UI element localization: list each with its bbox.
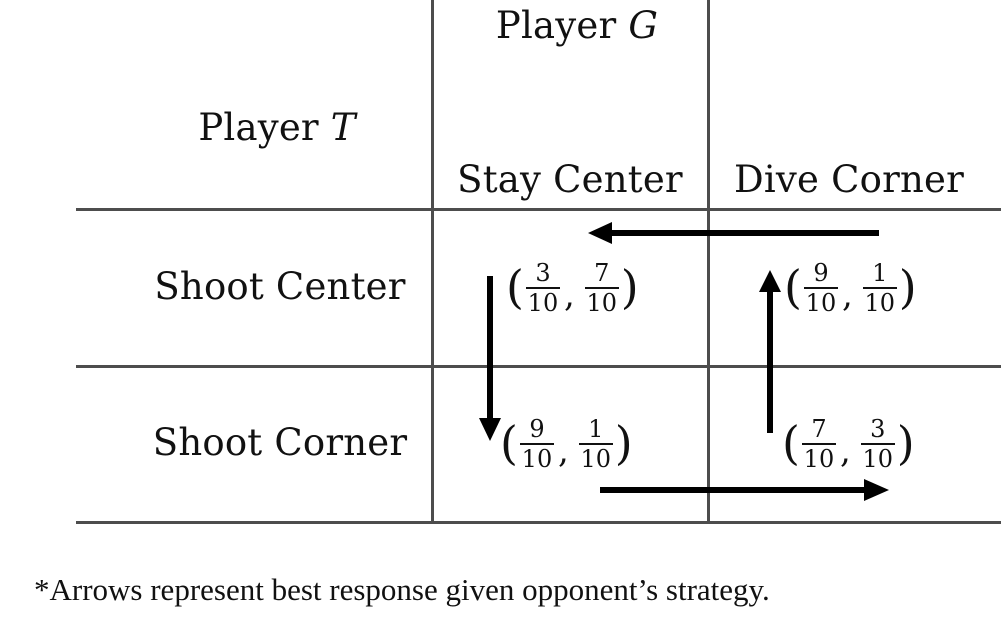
row-header-shoot-center: Shoot Center — [154, 265, 406, 308]
player-g-variable: G — [628, 4, 659, 47]
grid-vertical-line-left — [431, 0, 434, 524]
player-t-label: Player T — [198, 106, 355, 150]
arrow-left-top — [588, 222, 879, 244]
column-header-dive-corner: Dive Corner — [734, 158, 964, 201]
footnote: *Arrows represent best response given op… — [34, 572, 770, 607]
arrow-down-left — [479, 276, 501, 441]
row-header-shoot-corner: Shoot Corner — [152, 421, 408, 464]
arrow-up-right-head — [759, 270, 781, 292]
column-header-stay-center: Stay Center — [457, 158, 683, 201]
player-t-prefix: Player — [198, 106, 331, 149]
arrow-up-right — [759, 270, 781, 433]
grid-horizontal-line-top — [76, 208, 1001, 211]
arrow-right-bottom — [600, 479, 889, 501]
player-g-label: Player G — [496, 4, 658, 48]
player-g-prefix: Player — [495, 4, 629, 47]
grid-horizontal-line-bottom — [76, 521, 1001, 524]
arrow-down-left-head — [479, 418, 501, 441]
grid-vertical-line-right — [707, 0, 710, 524]
grid-horizontal-line-middle — [76, 365, 1001, 368]
arrow-right-bottom-head — [864, 479, 889, 501]
player-t-variable: T — [330, 106, 356, 149]
arrow-left-top-head — [588, 222, 612, 244]
